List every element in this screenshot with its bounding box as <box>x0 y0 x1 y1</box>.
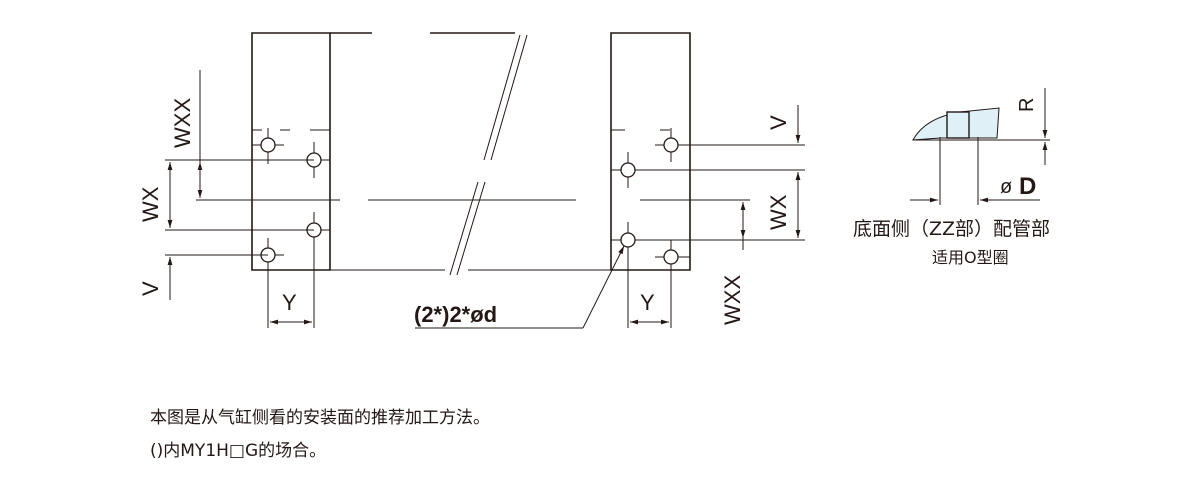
r-label: R <box>1016 98 1038 112</box>
wxx-left-label: WXX <box>170 98 195 148</box>
mounting-holes <box>252 128 690 274</box>
right-block <box>610 32 691 271</box>
y-right-label: Y <box>640 290 655 315</box>
note-line-2: ()内MY1H□G的场合。 <box>150 441 327 461</box>
wxx-right-label: WXX <box>720 275 745 325</box>
detail-subcaption: 适用O型圈 <box>932 248 1009 267</box>
left-block <box>196 32 445 271</box>
hole-callout: (2*)2*ød <box>414 245 625 329</box>
y-left-label: Y <box>282 290 297 315</box>
d-label: D <box>1019 173 1036 200</box>
piping-detail: R ø D 底面侧（ZZ部）配管部 适用O型圈 <box>853 88 1050 267</box>
hole-callout-label: (2*)2*ød <box>414 302 497 327</box>
note-line-1: 本图是从气缸侧看的安装面的推荐加工方法。 <box>150 408 490 428</box>
v-right-label: V <box>766 115 791 130</box>
wx-left-label: WX <box>138 186 163 222</box>
left-dimensions: WXX WX V Y <box>138 70 315 328</box>
right-dimensions: V WX WXX Y <box>627 105 805 328</box>
detail-caption: 底面侧（ZZ部）配管部 <box>853 218 1050 240</box>
wx-right-label: WX <box>766 194 791 230</box>
break-section <box>368 32 611 276</box>
v-left-label: V <box>138 281 163 296</box>
d-prefix-label: ø <box>1000 176 1012 198</box>
